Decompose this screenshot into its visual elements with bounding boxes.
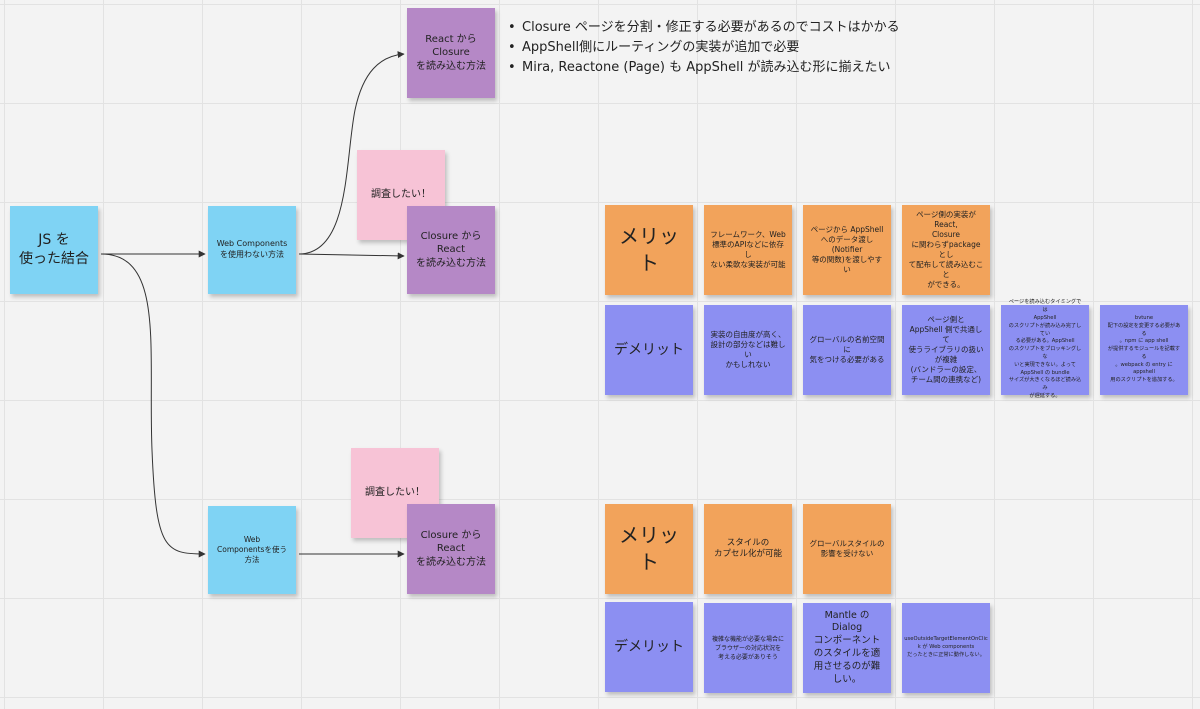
closure-from-react-note-1[interactable]: Closure から React を読み込む方法 (407, 206, 495, 294)
closure-from-react-note-2[interactable]: Closure から React を読み込む方法 (407, 504, 495, 594)
demerit-note[interactable]: 複雑な機能が必要な場合に ブラウザーの対応状況を 考える必要がありそう (704, 603, 792, 693)
react-from-closure-note[interactable]: React から Closure を読み込む方法 (407, 8, 495, 98)
demerit-label-1[interactable]: デメリット (605, 305, 693, 395)
merit-note[interactable]: ページ側の実装がReact, Closure に関わらずpackageとし て配… (902, 205, 990, 295)
connector-root-to-use-wc (100, 253, 206, 558)
merit-note[interactable]: スタイルの カプセル化が可能 (704, 504, 792, 594)
merit-note[interactable]: グローバルスタイルの 影響を受けない (803, 504, 891, 594)
demerit-label-2[interactable]: デメリット (605, 602, 693, 692)
root-note[interactable]: JS を 使った結合 (10, 206, 98, 294)
no-web-components-note[interactable]: Web Components を使用わない方法 (208, 206, 296, 294)
demerit-note[interactable]: 実装の自由度が高く、 設計の部分などは難しい かもしれない (704, 305, 792, 395)
merit-note[interactable]: ページから AppShell へのデータ渡し(Notifier 等の関数)を渡し… (803, 205, 891, 295)
demerit-note[interactable]: ページ側と AppShell 側で共通して 使うライブラリの扱い が複雑 (バン… (902, 305, 990, 395)
demerit-note[interactable]: bvtune 配下の設定を変更する必要がある 。npm に app shell … (1100, 305, 1188, 395)
merit-label-2[interactable]: メリット (605, 504, 693, 594)
merit-note[interactable]: フレームワーク、Web 標準のAPIなどに依存し ない柔軟な実装が可能 (704, 205, 792, 295)
connector-no-wc-to-closure-react (298, 252, 405, 260)
use-web-components-note[interactable]: Web Componentsを使う方法 (208, 506, 296, 594)
demerit-note[interactable]: useOutsideTargetElementOnClic k が Web co… (902, 603, 990, 693)
demerit-note[interactable]: グローバルの名前空間に 気をつける必要がある (803, 305, 891, 395)
bullet-item: AppShell側にルーティングの実装が追加で必要 (508, 38, 900, 58)
demerit-note[interactable]: Mantle の Dialog コンポーネント のスタイルを適 用させるのが難 … (803, 603, 891, 693)
bullet-item: Closure ページを分割・修正する必要があるのでコストはかかる (508, 18, 900, 38)
merit-label-1[interactable]: メリット (605, 205, 693, 295)
connector-no-wc-to-react-closure (298, 51, 405, 255)
demerit-note[interactable]: ページを読み込むタイミングでは AppShell のスクリプトが読み込み完了して… (1001, 299, 1089, 399)
bullet-item: Mira, Reactone (Page) も AppShell が読み込む形に… (508, 58, 900, 78)
notes-bullet-list: Closure ページを分割・修正する必要があるのでコストはかかる AppShe… (508, 18, 900, 79)
